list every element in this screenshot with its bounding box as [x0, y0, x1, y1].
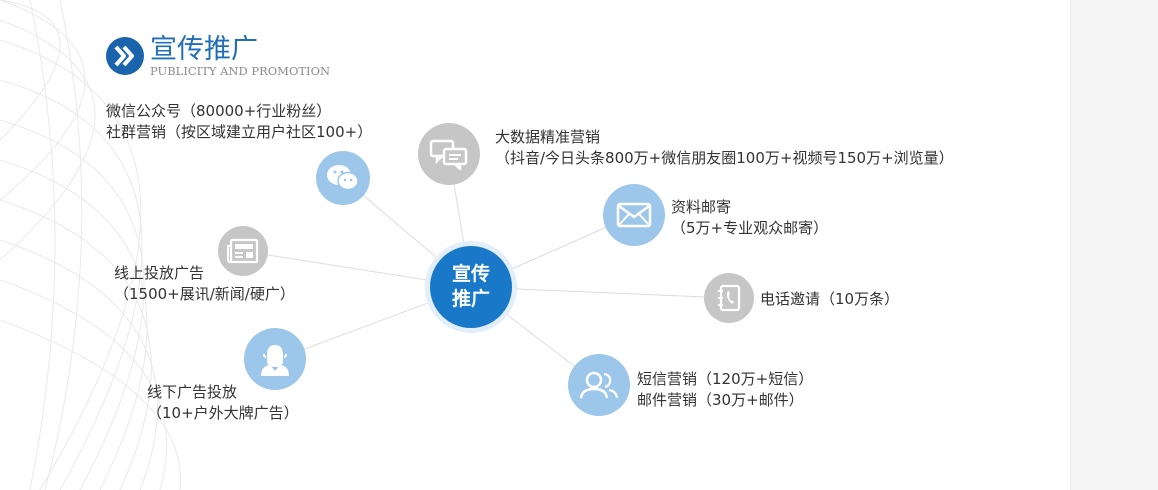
offline-ads-node	[244, 328, 306, 390]
person-icon	[261, 345, 289, 376]
offline-ads-label: 线下广告投放 （10+户外大牌广告）	[147, 382, 299, 424]
mail-label: 资料邮寄 （5万+专业观众邮寄）	[671, 197, 828, 239]
online-ads-node	[218, 226, 268, 276]
wechat-icon	[327, 165, 359, 191]
center-label-line2: 推广	[451, 288, 490, 310]
offline-ads-label-line2: （10+户外大牌广告）	[147, 404, 299, 422]
bigdata-label-line1: 大数据精准营销	[495, 128, 601, 146]
sms-node	[568, 354, 630, 416]
offline-ads-label-line1: 线下广告投放	[147, 383, 238, 401]
online-ads-label-line2: （1500+展讯/新闻/硬广）	[114, 285, 295, 303]
center-node: 宣传 推广	[430, 246, 512, 328]
phone-label: 电话邀请（10万条）	[760, 289, 899, 310]
mail-node	[603, 184, 665, 246]
online-ads-label: 线上投放广告 （1500+展讯/新闻/硬广）	[114, 263, 295, 305]
wechat-label-line1: 微信公众号（80000+行业粉丝）	[106, 102, 332, 120]
mail-label-line2: （5万+专业观众邮寄）	[671, 219, 829, 237]
sms-label: 短信营销（120万+短信） 邮件营销（30万+邮件）	[637, 369, 813, 411]
wechat-label: 微信公众号（80000+行业粉丝） 社群营销（按区域建立用户社区100+）	[106, 101, 372, 143]
mail-label-line1: 资料邮寄	[671, 198, 732, 216]
sms-label-line2: 邮件营销（30万+邮件）	[637, 391, 804, 409]
sms-label-line1: 短信营销（120万+短信）	[637, 370, 814, 388]
users-icon	[579, 371, 619, 399]
double-chevron-right-icon	[105, 36, 145, 76]
wechat-label-line2: 社群营销（按区域建立用户社区100+）	[106, 123, 373, 141]
right-edge-panel	[1070, 0, 1158, 490]
bigdata-node	[418, 123, 480, 185]
online-ads-label-line1: 线上投放广告	[114, 264, 205, 282]
wechat-node	[316, 151, 370, 205]
newspaper-icon	[227, 238, 259, 264]
page-title: 宣传推广	[150, 34, 258, 65]
bigdata-label: 大数据精准营销 （抖音/今日头条800万+微信朋友圈100万+视频号150万+浏…	[495, 127, 954, 169]
page-subtitle: PUBLICITY AND PROMOTION	[150, 64, 331, 78]
phone-book-icon	[718, 284, 741, 312]
bigdata-label-line2: （抖音/今日头条800万+微信朋友圈100万+视频号150万+浏览量）	[495, 149, 954, 167]
envelope-icon	[616, 202, 652, 228]
phone-label-line1: 电话邀请（10万条）	[760, 290, 900, 308]
center-label-line1: 宣传	[451, 263, 490, 285]
phone-node	[704, 273, 754, 323]
chat-bubbles-icon	[429, 139, 468, 170]
